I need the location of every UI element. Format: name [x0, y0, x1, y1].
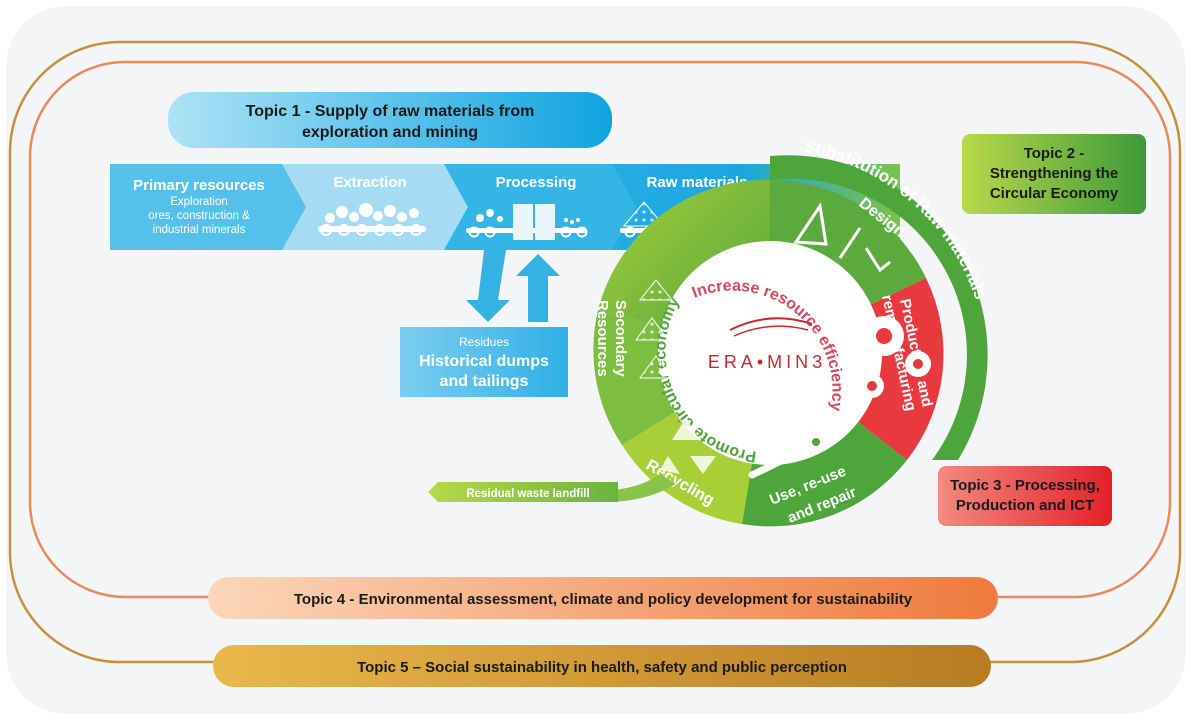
residues-line1: Historical dumps: [419, 353, 549, 370]
residues-small-label: Residues: [459, 335, 509, 349]
circular-economy-wheel: [593, 179, 944, 527]
primary-resources-title: Primary resources: [133, 177, 265, 194]
residues-arrows: [466, 250, 560, 322]
topic1-line1: Topic 1 - Supply of raw materials from: [246, 103, 535, 120]
secondary-piles-icon: [635, 279, 674, 379]
topic1-line2: exploration and mining: [302, 124, 478, 141]
recycle-icon: [660, 418, 716, 474]
eramin-logo: ERA•MIN3: [708, 317, 826, 372]
secondary-label-line2: Resources: [594, 300, 611, 377]
processing-machine-icon: [466, 204, 588, 240]
topic4-box: [208, 577, 998, 619]
topic3-line2: Production and ICT: [956, 497, 1094, 514]
primary-resources-sub1: Exploration: [170, 196, 228, 208]
primary-resources-sub2: ores, construction &: [148, 210, 250, 222]
design-tools-icon: [793, 201, 891, 273]
residues-box: [400, 327, 568, 397]
residues-line2: and tailings: [440, 373, 529, 390]
processing-label: Processing: [496, 174, 577, 191]
substitution-arc: [770, 155, 988, 460]
gears-icon: [860, 316, 931, 398]
topic2-line3: Circular Economy: [990, 185, 1119, 202]
topic2-line2: Strengthening the: [990, 165, 1118, 182]
topic2-box: [962, 134, 1146, 214]
topic5-box: [213, 645, 991, 687]
topic5-label: Topic 5 – Social sustainability in healt…: [357, 659, 847, 676]
topic2-line1: Topic 2 -: [1024, 145, 1085, 162]
topic3-line1: Topic 3 - Processing,: [950, 477, 1100, 494]
primary-resources-sub3: industrial minerals: [153, 224, 246, 236]
inner-circle: [658, 241, 882, 465]
topic3-box: [938, 466, 1112, 526]
landfill-arrow: [428, 474, 676, 502]
topic4-label: Topic 4 - Environmental assessment, clim…: [294, 591, 913, 608]
wrench-icon: [748, 437, 821, 479]
extraction-conveyor-icon: [318, 203, 426, 236]
topic1-box: [168, 92, 612, 148]
landfill-label: Residual waste landfill: [466, 488, 589, 500]
secondary-label-line1: Secondary: [612, 300, 629, 377]
extraction-label: Extraction: [333, 174, 406, 191]
eramin-logo-text: ERA•MIN3: [708, 352, 826, 372]
primary-resources-segment: [110, 164, 306, 250]
